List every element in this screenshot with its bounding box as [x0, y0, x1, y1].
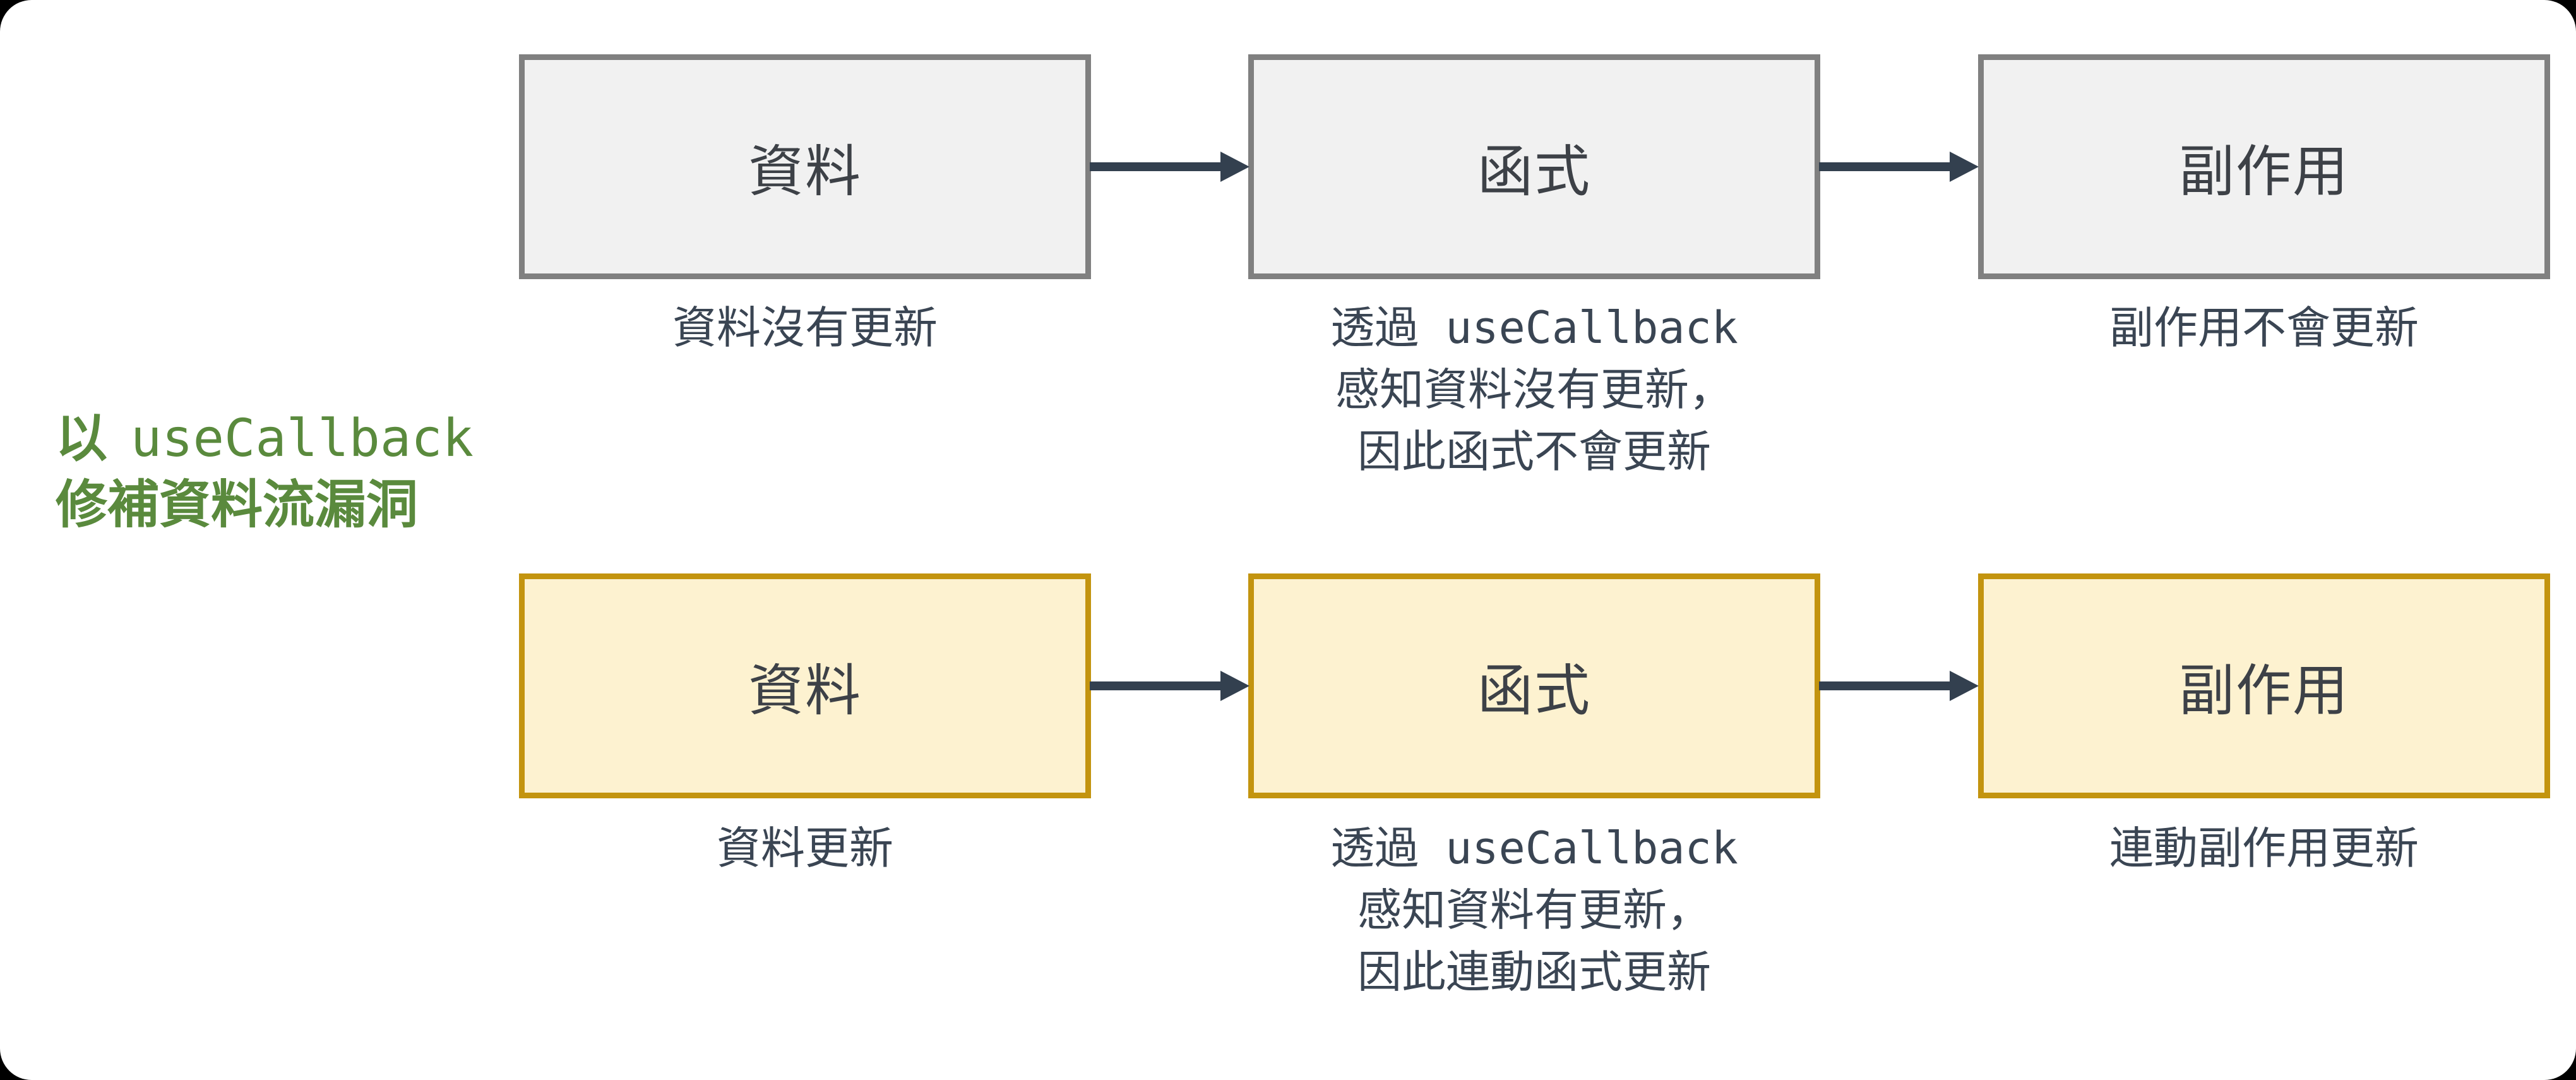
flow-box-sideeffect-top: 副作用 [1978, 54, 2550, 279]
caption-line: 透過 useCallback [1330, 302, 1738, 354]
caption-line: 副作用不會更新 [2109, 302, 2419, 354]
caption-line: 連動副作用更新 [2109, 822, 2419, 874]
arrow-shaft [1090, 681, 1220, 690]
arrow-head [1950, 671, 1979, 701]
flow-box-data-top: 資料 [519, 54, 1091, 279]
arrow-shaft [1819, 162, 1950, 171]
box-label: 資料 [748, 657, 862, 723]
box-caption: 資料更新 [717, 817, 893, 879]
box-label: 函式 [1477, 138, 1591, 204]
diagram-title-line2: 修補資料流漏洞 [56, 475, 419, 535]
flow-arrow-icon [1819, 152, 1979, 182]
arrow-shaft [1090, 162, 1220, 171]
box-caption: 資料沒有更新 [672, 297, 938, 359]
flow-arrow-icon [1090, 671, 1249, 701]
caption-line: 透過 useCallback [1330, 822, 1738, 874]
flow-box-data-bottom: 資料 [519, 573, 1091, 798]
box-label: 副作用 [2178, 138, 2349, 204]
caption-line: 資料沒有更新 [672, 302, 938, 354]
arrow-head [1950, 152, 1979, 182]
diagram-title-line1: 以 useCallback [56, 405, 474, 472]
flow-box-sideeffect-bottom: 副作用 [1978, 573, 2550, 798]
caption-line: 因此連動函式更新 [1357, 946, 1711, 998]
flow-arrow-icon [1819, 671, 1979, 701]
arrow-shaft [1819, 681, 1950, 690]
box-label: 函式 [1477, 657, 1591, 723]
diagram-title: 以 useCallback 修補資料流漏洞 [56, 405, 474, 538]
title-code-text: useCallback [130, 409, 474, 469]
caption-line: 資料更新 [717, 822, 893, 874]
box-caption: 透過 useCallback 感知資料沒有更新， 因此函式不會更新 [1330, 297, 1738, 483]
flow-box-function-bottom: 函式 [1248, 573, 1820, 798]
box-caption: 連動副作用更新 [2109, 817, 2419, 879]
box-label: 資料 [748, 138, 862, 204]
arrow-head [1220, 671, 1249, 701]
box-label: 副作用 [2178, 657, 2349, 723]
caption-line: 感知資料沒有更新， [1335, 364, 1733, 416]
arrow-head [1220, 152, 1249, 182]
flow-arrow-icon [1090, 152, 1249, 182]
caption-line: 感知資料有更新， [1357, 884, 1711, 936]
caption-line: 因此函式不會更新 [1357, 426, 1711, 477]
box-caption: 透過 useCallback 感知資料有更新， 因此連動函式更新 [1330, 817, 1738, 1003]
box-caption: 副作用不會更新 [2109, 297, 2419, 359]
flow-box-function-top: 函式 [1248, 54, 1820, 279]
title-cjk-text: 以 [56, 409, 108, 469]
